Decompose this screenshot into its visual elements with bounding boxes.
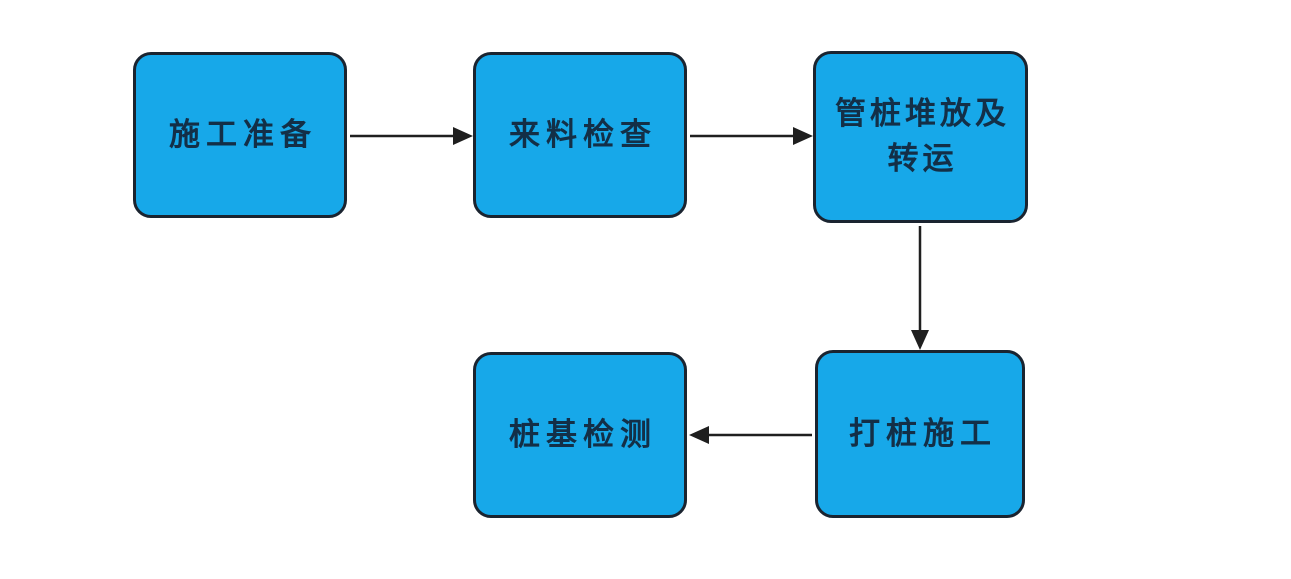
node-label: 桩基检测 [509, 416, 657, 453]
arrow-inspection-to-stacking [690, 127, 813, 145]
arrow-head-right-icon [453, 127, 473, 145]
node-label: 管桩堆放及 转运 [835, 96, 1010, 177]
node-label: 施工准备 [169, 116, 317, 153]
node-construction-preparation: 施工准备 [133, 52, 347, 218]
node-label: 来料检查 [509, 116, 657, 153]
arrow-head-right-icon [793, 127, 813, 145]
node-pile-foundation-testing: 桩基检测 [473, 352, 687, 518]
node-incoming-material-inspection: 来料检查 [473, 52, 687, 218]
node-label: 打桩施工 [849, 415, 997, 452]
arrow-head-left-icon [689, 426, 709, 444]
arrow-piledriving-to-testing [689, 426, 812, 444]
arrow-head-down-icon [911, 330, 929, 350]
node-pipe-pile-stacking-and-transfer: 管桩堆放及 转运 [813, 51, 1028, 223]
arrow-preparation-to-inspection [350, 127, 473, 145]
arrow-stacking-to-piledriving [911, 226, 929, 350]
node-pile-driving-construction: 打桩施工 [815, 350, 1025, 518]
